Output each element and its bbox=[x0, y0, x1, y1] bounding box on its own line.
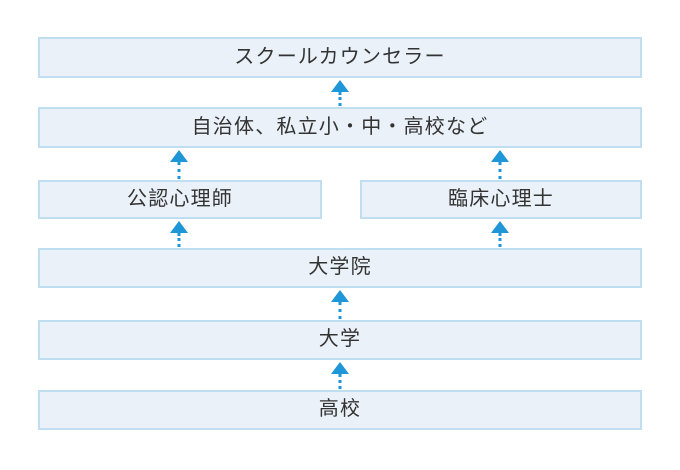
arrow-stem bbox=[338, 374, 342, 389]
arrow-head-icon bbox=[331, 362, 349, 374]
arrow-highschool-to-univ bbox=[331, 362, 349, 389]
arrow-head-icon bbox=[331, 80, 349, 92]
node-graduate-school[interactable]: 大学院 bbox=[38, 248, 642, 288]
node-certified-psychologist[interactable]: 公認心理師 bbox=[38, 180, 322, 219]
arrow-head-icon bbox=[491, 150, 509, 162]
node-label: 大学 bbox=[318, 328, 362, 350]
node-label: 大学院 bbox=[308, 256, 372, 278]
node-label: 高校 bbox=[318, 398, 362, 420]
arrow-head-icon bbox=[170, 221, 188, 233]
node-university[interactable]: 大学 bbox=[38, 320, 642, 360]
arrow-grad-to-certified bbox=[170, 221, 188, 247]
node-label: 公認心理師 bbox=[127, 187, 233, 210]
arrow-stem bbox=[177, 233, 181, 247]
arrow-univ-to-grad bbox=[331, 290, 349, 319]
arrow-certified-to-employer bbox=[170, 150, 188, 179]
arrow-stem bbox=[338, 92, 342, 106]
arrow-clinical-to-employer bbox=[491, 150, 509, 179]
arrow-head-icon bbox=[170, 150, 188, 162]
arrow-stem bbox=[177, 162, 181, 179]
node-high-school[interactable]: 高校 bbox=[38, 390, 642, 430]
node-label: 臨床心理士 bbox=[448, 187, 554, 210]
node-employers[interactable]: 自治体、私立小・中・高校など bbox=[38, 107, 642, 148]
arrow-employer-to-counselor bbox=[331, 80, 349, 106]
arrow-head-icon bbox=[491, 221, 509, 233]
node-label: 自治体、私立小・中・高校など bbox=[191, 115, 489, 138]
node-label: スクールカウンセラー bbox=[234, 45, 446, 68]
node-school-counselor[interactable]: スクールカウンセラー bbox=[38, 37, 642, 78]
arrow-head-icon bbox=[331, 290, 349, 302]
node-clinical-psychologist[interactable]: 臨床心理士 bbox=[360, 180, 642, 219]
arrow-grad-to-clinical bbox=[491, 221, 509, 247]
arrow-stem bbox=[338, 302, 342, 319]
arrow-stem bbox=[498, 233, 502, 247]
arrow-stem bbox=[498, 162, 502, 179]
